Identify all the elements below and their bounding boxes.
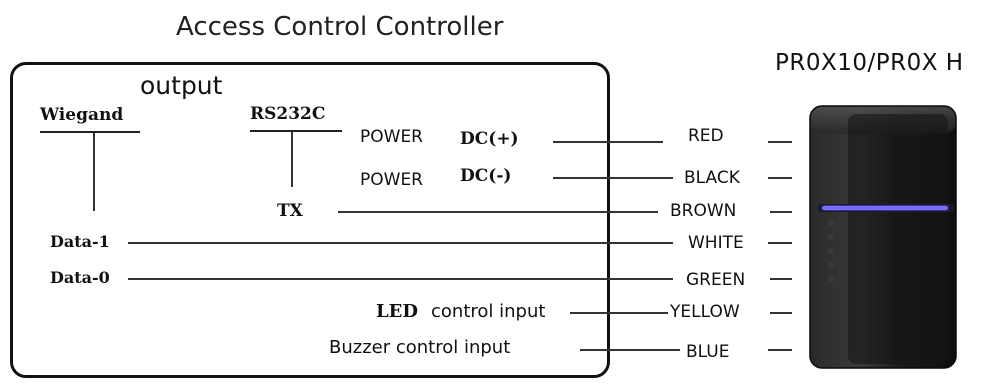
wire-line-yellow	[570, 312, 668, 314]
wiegand-stem	[93, 133, 95, 211]
prox-reader-device	[809, 105, 957, 369]
dc-plus-label: DC(+)	[460, 129, 519, 149]
reader-model-title: PR0X10/PR0X H	[775, 50, 964, 76]
controller-title: Access Control Controller	[176, 12, 504, 42]
stub-green	[770, 278, 792, 280]
stub-yellow	[770, 312, 792, 314]
reader-led-strip	[822, 206, 948, 210]
stub-blue	[768, 349, 792, 351]
wire-label-brown: BROWN	[670, 201, 737, 221]
wire-label-white: WHITE	[688, 233, 744, 253]
wiegand-underline	[40, 131, 140, 133]
wiegand-label: Wiegand	[40, 105, 124, 125]
power-label-1: POWER	[360, 127, 423, 147]
stub-brown	[770, 211, 792, 213]
wire-label-green: GREEN	[686, 270, 746, 290]
wire-line-red	[553, 141, 663, 143]
wire-line-blue	[580, 349, 680, 351]
data1-label: Data-1	[50, 232, 110, 251]
power-label-2: POWER	[360, 170, 423, 190]
wire-line-brown	[338, 211, 658, 213]
wire-line-black	[553, 177, 673, 179]
wire-line-green	[128, 278, 673, 280]
rs232c-label: RS232C	[250, 104, 326, 124]
wire-label-black: BLACK	[684, 168, 740, 188]
wire-label-yellow: YELLOW	[670, 302, 740, 322]
controller-box	[10, 62, 610, 378]
output-label: output	[140, 71, 223, 100]
data0-label: Data-0	[50, 268, 110, 287]
led-label: LED	[376, 301, 418, 322]
stub-red	[768, 141, 792, 143]
rs232c-underline	[250, 130, 342, 132]
wire-label-red: RED	[688, 126, 724, 146]
led-control-label: control input	[431, 301, 546, 322]
tx-label: TX	[277, 201, 303, 221]
buzzer-control-label: Buzzer control input	[329, 337, 511, 358]
wire-label-blue: BLUE	[686, 342, 730, 362]
wire-line-white	[128, 242, 673, 244]
stub-black	[768, 177, 792, 179]
stub-white	[768, 242, 792, 244]
rs232c-stem	[291, 132, 293, 187]
dc-minus-label: DC(-)	[460, 166, 512, 186]
